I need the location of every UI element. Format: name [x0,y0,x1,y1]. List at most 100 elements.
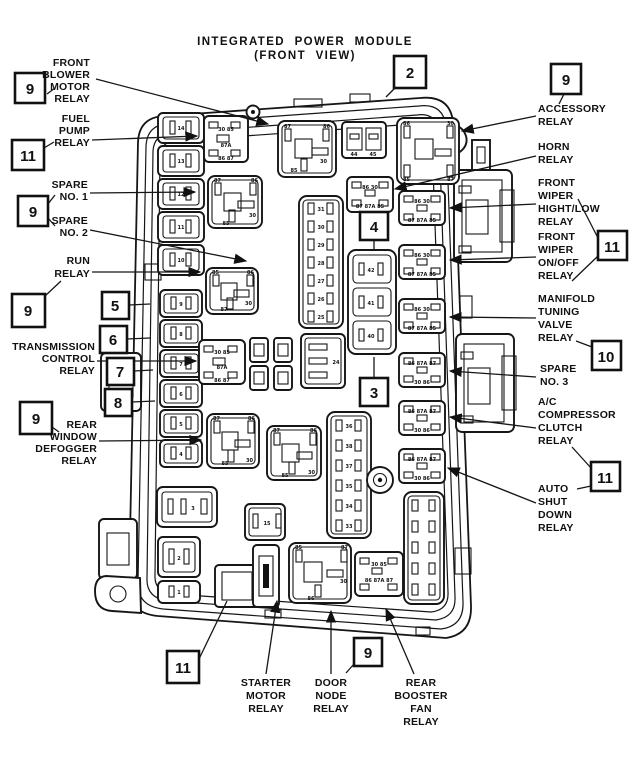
svg-text:SPARE: SPARE [52,179,88,191]
svg-text:RELAY: RELAY [403,716,439,728]
callout-spare: 9 [16,194,50,228]
svg-text:87 87A 85: 87 87A 85 [408,218,437,224]
svg-text:35: 35 [346,484,353,490]
svg-text:40: 40 [368,334,375,340]
relay-run: 85 86 30 87 [205,267,259,315]
mini-relay: 86 87A 87 30 86 [398,400,446,436]
relay-accessory: 86 30 85 87 [396,117,460,185]
fuse-cavity: 10 [157,244,205,276]
svg-text:87 87A 85: 87 87A 85 [408,326,437,332]
svg-text:DEFOGGER: DEFOGGER [35,443,97,455]
svg-text:REAR: REAR [66,419,97,431]
svg-text:HIGHT/LOW: HIGHT/LOW [538,203,600,215]
svg-text:30: 30 [249,213,256,219]
left-mount-tab [94,575,142,615]
svg-text:11: 11 [604,239,620,256]
svg-text:CLUTCH: CLUTCH [538,422,582,434]
label-spare2: SPARE NO. 2 [52,215,88,239]
fuse-number: 5 [179,422,183,428]
cavity-block: 42 41 40 [347,249,397,355]
svg-text:30: 30 [308,470,315,476]
left-fuse-column: 14 13 12 11 10 9 8 7 [156,112,218,604]
svg-text:86 87: 86 87 [214,378,230,384]
relay-rear-booster: 30 85 86 87A 87 [354,551,404,597]
svg-text:29: 29 [318,243,325,249]
svg-text:87A: 87A [221,143,232,149]
svg-text:15: 15 [264,521,271,527]
fuse-cavity: 6 [159,379,203,408]
callout-run: 9 [10,292,47,329]
svg-text:VALVE: VALVE [538,319,572,331]
svg-text:FAN: FAN [410,703,432,715]
svg-text:5: 5 [111,298,119,315]
svg-text:9: 9 [32,411,40,428]
svg-text:RELAY: RELAY [61,455,97,467]
svg-text:25: 25 [318,315,325,321]
svg-text:BOOSTER: BOOSTER [394,690,448,702]
svg-text:44: 44 [351,152,358,158]
svg-text:30 86: 30 86 [414,428,430,434]
svg-text:30: 30 [246,458,253,464]
svg-text:4: 4 [370,219,379,236]
mini-relay: 86 87A 87 30 86 [398,448,446,484]
fuse-cavity: 4 [159,439,203,468]
fuse-cavity: 5 [159,409,203,438]
svg-text:33: 33 [346,524,353,530]
callout-5: 5 [100,290,131,321]
relay-rear-defogger: 87 86 30 85 [206,413,260,469]
svg-text:87: 87 [214,178,221,184]
mini-relay: 86 30 87 87A 85 [398,190,446,226]
svg-text:24: 24 [333,360,340,366]
callout-6: 6 [98,324,129,355]
svg-text:85: 85 [222,461,229,467]
svg-text:86: 86 [247,270,254,276]
label-fuel-pump: FUEL PUMP RELAY [54,113,90,149]
svg-text:6: 6 [109,332,117,349]
mini-relay: 86 87A 87 30 86 [398,352,446,388]
svg-text:86 87A 87: 86 87A 87 [408,361,437,367]
svg-text:86 30: 86 30 [414,199,430,205]
svg-text:TUNING: TUNING [538,306,579,318]
svg-text:37: 37 [346,464,353,470]
svg-text:30: 30 [318,225,325,231]
label-rear-booster: REAR BOOSTER FAN RELAY [394,677,448,728]
fuse-number: 11 [178,225,185,231]
svg-text:FRONT: FRONT [53,57,91,69]
svg-text:87: 87 [273,428,280,434]
fuse-number: 2 [177,556,181,562]
svg-text:86 30: 86 30 [362,185,378,191]
svg-text:9: 9 [364,645,372,662]
svg-text:WIPER: WIPER [538,190,574,202]
svg-text:HORN: HORN [538,141,570,153]
svg-text:RELAY: RELAY [538,270,574,282]
fuse-number: 12 [178,192,185,198]
fuse-cavity: 2 [157,536,201,578]
svg-text:2: 2 [406,65,414,82]
svg-text:RELAY: RELAY [54,137,90,149]
svg-text:45: 45 [370,152,377,158]
fuse-cavity: 8 [159,319,203,348]
svg-text:11: 11 [20,148,36,165]
svg-text:RELAY: RELAY [538,522,574,534]
label-front-wiper-hl: FRONT WIPER HIGHT/LOW RELAY [538,177,600,228]
svg-text:86: 86 [403,121,410,127]
label-spare1: SPARE NO. 1 [52,179,88,203]
svg-text:11: 11 [175,660,191,677]
svg-text:30: 30 [447,121,454,127]
svg-text:87: 87 [213,416,220,422]
svg-text:PUMP: PUMP [59,125,90,137]
mini-fuse-strip-1: 31 30 29 28 27 26 25 [298,195,344,329]
svg-text:NO. 3: NO. 3 [540,376,568,388]
right-connector-lower [455,333,517,433]
svg-text:30 86: 30 86 [414,476,430,482]
svg-text:RELAY: RELAY [59,365,95,377]
label-manifold: MANIFOLD TUNING VALVE RELAY [538,293,595,344]
fuse-block-24: 24 [300,333,346,389]
fuse-15: 15 [244,503,286,541]
svg-text:85: 85 [295,545,302,551]
relay-spare: 87 86 30 85 [207,175,263,229]
fuse-number: 8 [179,332,183,338]
relay-door-node: 85 87 30 86 [288,542,352,604]
svg-text:3: 3 [370,385,378,402]
